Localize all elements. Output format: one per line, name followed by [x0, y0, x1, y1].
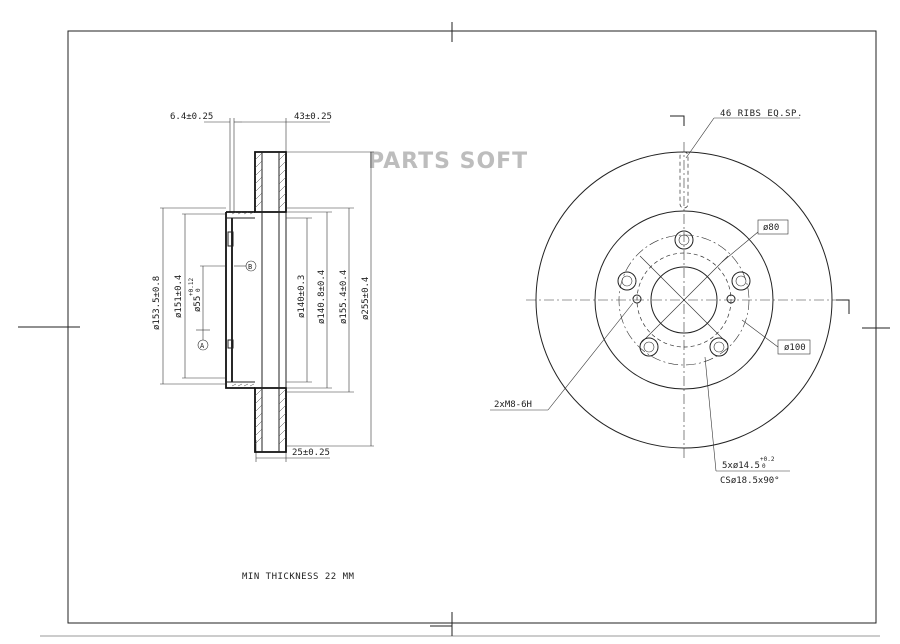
drawing-frame [18, 22, 890, 637]
bolt-hole [639, 337, 659, 357]
center-bore [650, 266, 718, 334]
dim-d140: ø140±0.3 [297, 275, 307, 318]
view-marker-top [670, 115, 685, 126]
datum-b-marker [245, 260, 257, 272]
bolt-hole [617, 271, 637, 291]
dim-d55-tol: +0.12 [188, 278, 195, 296]
min-thickness-note: MIN THICKNESS 22 MM [242, 572, 355, 582]
bolt-holes-tol: +0.2 [760, 456, 775, 463]
countersink-note: CSø18.5x90° [720, 476, 780, 486]
rib-slot [679, 151, 689, 209]
dim-d155: ø155.4±0.4 [339, 270, 349, 324]
front-view: 46 RIBS EQ.SP. ø80 ø100 2xM8-6H 5xø14.5 … [490, 109, 850, 486]
dim-top-left: 6.4±0.25 [170, 112, 213, 122]
bolt-hole [731, 271, 751, 291]
dim-d55-tol-low: 0 [195, 288, 202, 292]
section-view: 6.4±0.25 43±0.25 25±0.25 ø153.5±0.8 ø151… [152, 112, 374, 462]
watermark: PARTS SOFT [368, 149, 528, 174]
datum-a-label: A [200, 342, 205, 350]
bolt-holes [617, 230, 751, 357]
dim-d140-8: ø140.8±0.4 [317, 270, 327, 324]
threaded-hole [726, 294, 736, 304]
threaded-hole [632, 294, 642, 304]
bolt-hole [674, 230, 694, 250]
bolt-holes-note: 5xø14.5 [722, 461, 760, 471]
ribs-note: 46 RIBS EQ.SP. [720, 109, 803, 119]
pcd-80-box [757, 219, 789, 235]
dim-d153: ø153.5±0.8 [152, 276, 162, 330]
section-disc-profile [225, 151, 287, 453]
pcd-80-label: ø80 [763, 223, 779, 233]
threaded-holes-note: 2xM8-6H [494, 400, 532, 410]
dim-d255: ø255±0.4 [361, 277, 371, 320]
dim-bottom: 25±0.25 [292, 448, 330, 458]
bolt-holes-tol-low: 0 [762, 463, 766, 470]
dim-top-right: 43±0.25 [294, 112, 332, 122]
datum-a-marker [197, 339, 209, 351]
dim-d55: ø55 [193, 296, 203, 312]
datum-b-label: B [248, 263, 252, 271]
pcd-100-label: ø100 [784, 343, 806, 353]
dim-d151: ø151±0.4 [174, 275, 184, 318]
view-marker-right [836, 299, 850, 314]
pcd-100-box [777, 339, 811, 355]
threaded-holes [632, 294, 736, 304]
bolt-hole [709, 337, 729, 357]
